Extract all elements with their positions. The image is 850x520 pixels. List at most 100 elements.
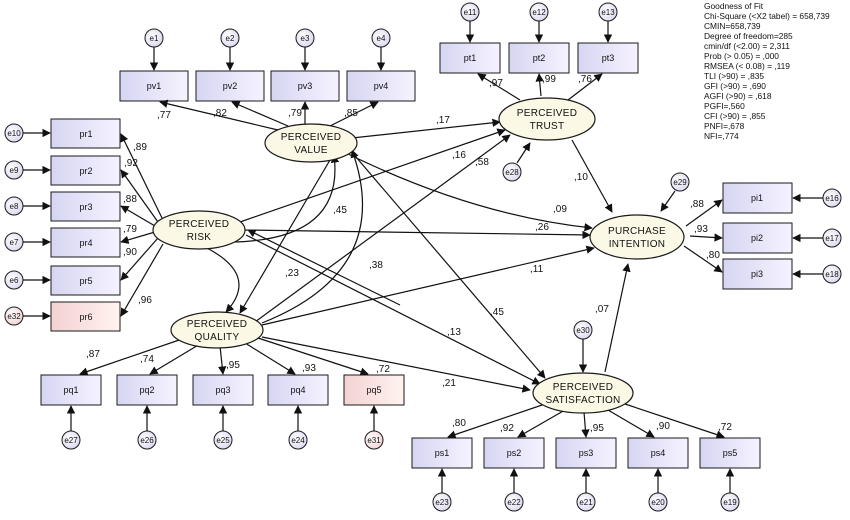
latent-quality: PERCEIVED QUALITY: [170, 311, 264, 349]
fit-line: CFI (>90) = ,855: [704, 111, 766, 121]
latent-label: INTENTION: [609, 239, 666, 250]
error-label: e22: [507, 498, 521, 507]
indicator-label: pq3: [215, 385, 230, 395]
indicator-label: pv4: [374, 81, 389, 91]
indicator-box: [722, 222, 793, 254]
purchase-measurement: e29 pi1 pi2 pi3 e16 e17 e18 ,88 ,93 ,80: [660, 172, 842, 290]
indicator-box: [116, 374, 178, 406]
fit-line: cmin/df (<2.00) = 2,311: [704, 41, 790, 51]
indicator-label: pv1: [147, 81, 162, 91]
error-label: e26: [140, 436, 154, 445]
indicator-box: [627, 437, 689, 469]
fit-line: GFI (>90) = ,690: [704, 81, 766, 91]
loading-label: ,95: [226, 360, 240, 371]
indicator-box: [50, 155, 121, 186]
path-risk-value: [231, 154, 340, 243]
trust-measurement: e11 e12 e13 pt1 pt2 pt3 ,97 ,99 ,76: [439, 2, 639, 101]
indicator-label: pv3: [298, 81, 313, 91]
structural-paths: [204, 118, 631, 393]
indicator-label: pr2: [79, 166, 92, 176]
latent-label: SATISFACTION: [545, 395, 620, 406]
loading-label: ,72: [718, 422, 732, 433]
error-label: e28: [505, 168, 519, 177]
path-value-quality: [239, 159, 331, 314]
latent-label: PERCEIVED: [169, 219, 230, 230]
indicator-box: [439, 42, 501, 74]
loading-label: ,77: [157, 110, 171, 121]
error-label: e10: [7, 129, 21, 138]
path-quality-purchase: [261, 245, 595, 326]
indicator-box: [50, 301, 121, 332]
error-label: e3: [301, 34, 310, 43]
indicator-box: [699, 437, 761, 469]
error-label: e32: [7, 312, 21, 321]
indicator-box: [119, 70, 189, 102]
indicator-box: [50, 265, 121, 296]
quality-measurement: pq1 pq2 pq3 pq4 pq5 e27 e26 e25 e24 e31 …: [40, 337, 405, 450]
loading-label: ,88: [690, 199, 704, 210]
latent-ellipse: [532, 372, 634, 414]
latent-label: QUALITY: [195, 332, 240, 343]
coef-value-satisfaction: ,45: [490, 307, 504, 318]
error-label: e7: [10, 238, 19, 247]
indicator-label: pi1: [751, 193, 763, 203]
latent-ellipse: [170, 311, 264, 349]
path-value-trust: [351, 118, 501, 139]
indicator-label: pt3: [602, 53, 615, 63]
error-label: e24: [291, 436, 305, 445]
loading-label: ,82: [213, 108, 227, 119]
loading-label: ,93: [302, 363, 316, 374]
path-risk-purchase: [242, 229, 591, 240]
coef-quality-value: ,38: [369, 260, 383, 271]
error-label: e23: [435, 498, 449, 507]
indicator-label: ps5: [723, 448, 738, 458]
coef-quality-satisfaction: ,21: [442, 378, 456, 389]
path-quality-trust: [254, 134, 511, 323]
indicator-label: ps3: [579, 448, 594, 458]
latent-label: VALUE: [294, 145, 328, 156]
indicator-box: [267, 374, 329, 406]
indicator-label: pi3: [751, 269, 763, 279]
latent-label: RISK: [187, 232, 212, 243]
latent-label: PERCEIVED: [281, 132, 342, 143]
latent-label: PURCHASE: [608, 226, 666, 237]
latent-value: PERCEIVED VALUE: [264, 123, 358, 163]
loading-label: ,97: [489, 78, 503, 89]
indicator-box: [411, 437, 473, 469]
indicator-label: pq4: [290, 385, 305, 395]
error-label: e27: [64, 436, 78, 445]
path-satisfaction-risk: [247, 229, 401, 306]
latent-label: TRUST: [530, 121, 565, 132]
indicator-box: [195, 70, 265, 102]
error-label: e29: [673, 178, 687, 187]
loading-label: ,74: [140, 354, 154, 365]
loading-label: ,90: [656, 421, 670, 432]
latent-risk: PERCEIVED RISK: [152, 210, 246, 250]
fit-line: Degree of freedom=285: [704, 31, 793, 41]
fit-line: RMSEA (< 0.08) = ,119: [704, 61, 790, 71]
indicator-label: pr5: [79, 276, 92, 286]
loading-label: ,90: [123, 247, 137, 258]
path-value-purchase: [339, 149, 593, 232]
error-label: e12: [532, 8, 546, 17]
indicator-label: pt1: [464, 53, 477, 63]
coef-risk-satisfaction: ,13: [447, 327, 461, 338]
indicator-label: ps4: [651, 448, 666, 458]
error-label: e2: [226, 34, 235, 43]
coef-trust-purchase: ,10: [574, 172, 588, 183]
indicator-box: [483, 437, 545, 469]
indicator-label: ps2: [507, 448, 522, 458]
latent-satisfaction: PERCEIVED SATISFACTION: [532, 372, 634, 414]
coef-value-trust: ,17: [436, 115, 450, 126]
error-label: e21: [579, 498, 593, 507]
fit-line: PNFI=,678: [704, 121, 745, 131]
indicator-box: [346, 70, 416, 102]
coef-satisfaction-purchase: ,07: [595, 304, 609, 315]
indicator-label: pq2: [139, 385, 154, 395]
error-label: e30: [576, 326, 590, 335]
indicator-box: [50, 227, 121, 258]
loading-label: ,92: [500, 423, 514, 434]
loading-label: ,85: [344, 108, 358, 119]
error-label: e31: [367, 436, 381, 445]
loading-label: ,79: [123, 224, 137, 235]
